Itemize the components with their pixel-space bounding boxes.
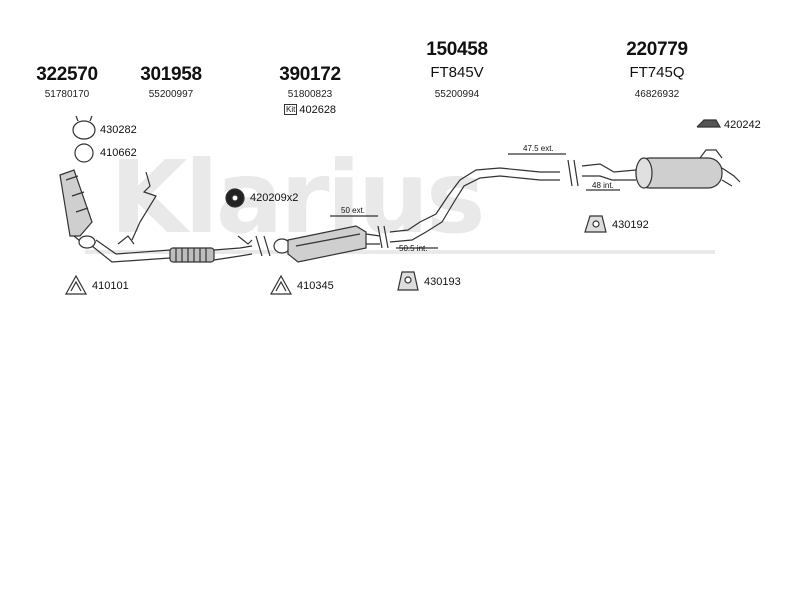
- part-code-430192: 430192: [612, 219, 649, 231]
- front-downpipe: [78, 235, 171, 263]
- part-number-220779: 220779: [626, 39, 688, 60]
- pipe-break-rear: [567, 159, 579, 187]
- pipe-break-mid: [377, 225, 389, 249]
- hanger-bracket: [131, 171, 157, 241]
- bolt-icon: [225, 188, 245, 208]
- variant-ft745q: FT745Q: [629, 64, 685, 81]
- ring-icon: [74, 143, 94, 163]
- part-code-430282: 430282: [100, 124, 137, 136]
- part-number-150458: 150458: [426, 39, 488, 60]
- flange-joint: [255, 235, 291, 257]
- flex-pipe: [169, 235, 253, 263]
- part-code-410101: 410101: [92, 280, 129, 292]
- part-code-410345: 410345: [297, 280, 334, 292]
- kit-badge: Kit: [284, 104, 298, 115]
- intermediate-pipe: [389, 167, 560, 243]
- kit-code: 402628: [299, 104, 337, 116]
- part-code-430193: 430193: [424, 276, 461, 288]
- watermark-underline: [85, 250, 715, 254]
- part-number-390172: 390172: [279, 64, 341, 85]
- rubber-mount-icon: [397, 271, 419, 291]
- part-code-420242: 420242: [724, 119, 761, 131]
- note-50-ext: 50 ext.: [341, 206, 366, 215]
- part-number-322570: 322570: [36, 64, 98, 85]
- note-48-int: 48 int.: [592, 181, 614, 190]
- variant-ft845v: FT845V: [430, 64, 484, 81]
- part-code-410662: 410662: [100, 147, 137, 159]
- clamp-icon: [72, 115, 96, 140]
- watermark-text: Klarius: [110, 139, 483, 256]
- oe-number-51800823: 51800823: [287, 89, 333, 100]
- gasket-triangle-icon: [64, 274, 88, 295]
- note-50-5-int: 50.5 int.: [399, 244, 428, 253]
- part-number-301958: 301958: [140, 64, 202, 85]
- oe-number-55200997: 55200997: [148, 89, 194, 100]
- part-code-420209x2: 420209x2: [250, 192, 299, 204]
- note-47-5-ext: 47.5 ext.: [523, 144, 554, 153]
- tail-clamp-icon: [696, 119, 722, 128]
- oe-number-55200994: 55200994: [434, 89, 480, 100]
- oe-number-46826932: 46826932: [634, 89, 680, 100]
- rubber-mount-icon-rear: [584, 215, 607, 233]
- rear-silencer: [581, 149, 741, 189]
- catalytic-converter: [59, 169, 97, 247]
- centre-silencer: [287, 225, 381, 263]
- gasket-triangle-icon-mid: [269, 274, 293, 295]
- oe-number-51780170: 51780170: [44, 89, 90, 100]
